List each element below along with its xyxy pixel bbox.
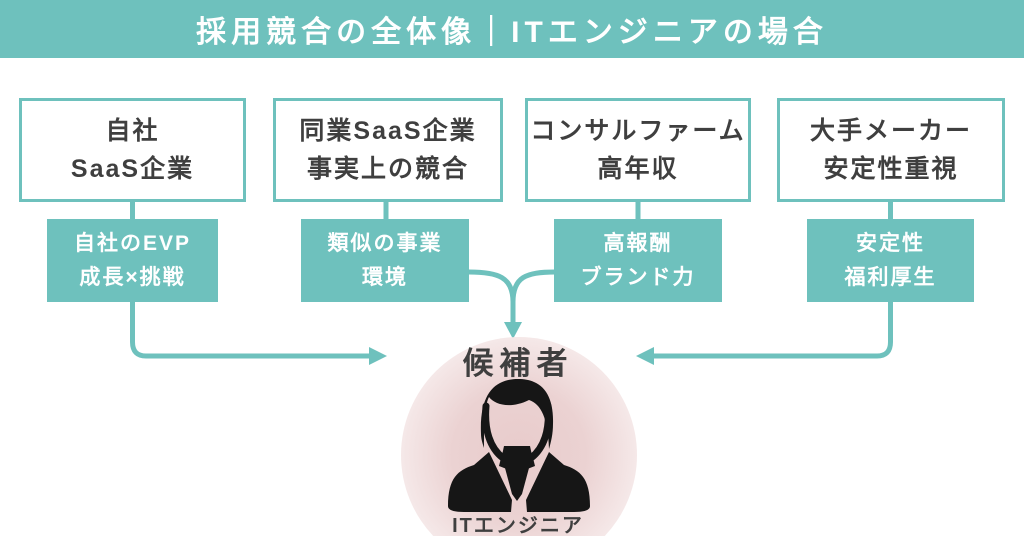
appeal-line: 成長×挑戦 — [79, 265, 186, 289]
merge-line-right — [510, 269, 556, 303]
appeal-tag-consulting-firm: 高報酬 ブランド力 — [554, 219, 722, 302]
competitor-name-line: 大手メーカー — [809, 117, 972, 145]
competitor-name-line: 同業SaaS企業 — [299, 117, 477, 145]
competitor-name-line: SaaS企業 — [70, 155, 195, 183]
appeal-line: 自社のEVP — [73, 231, 192, 255]
arrow-right-icon — [369, 347, 387, 365]
appeal-line: 類似の事業 — [327, 231, 443, 255]
tie-body — [505, 468, 529, 501]
arrow-left-icon — [636, 347, 654, 365]
appeal-line: 高報酬 — [603, 231, 673, 255]
appeal-tag-major-manufacturer: 安定性 福利厚生 — [807, 219, 974, 302]
appeal-line: 安定性 — [856, 231, 925, 255]
competitor-name-line: 安定性重視 — [823, 155, 959, 183]
appeal-line: ブランド力 — [580, 265, 696, 289]
competitor-name-line: 自社 — [105, 117, 160, 145]
competitor-box-consulting-firm: コンサルファーム 高年収 — [525, 98, 751, 202]
suit-right — [526, 452, 590, 512]
appeal-tag-rival-saas: 類似の事業 環境 — [301, 219, 469, 302]
merge-line-left — [468, 269, 516, 303]
appeal-tag-own-company: 自社のEVP 成長×挑戦 — [47, 219, 218, 302]
appeal-line: 環境 — [362, 265, 408, 289]
title-bar: 採用競合の全体像｜ITエンジニアの場合 — [0, 0, 1024, 58]
role-label: ITエンジニア — [452, 515, 584, 536]
left-flow-line — [130, 300, 371, 359]
competitor-box-rival-saas: 同業SaaS企業 事実上の競合 — [273, 98, 503, 202]
appeal-line: 福利厚生 — [844, 265, 937, 289]
competitor-box-major-manufacturer: 大手メーカー 安定性重視 — [777, 98, 1005, 202]
right-flow-line — [652, 300, 893, 359]
candidate-highlight-circle — [401, 337, 637, 536]
suit-left — [448, 452, 512, 512]
competitor-box-own-company: 自社 SaaS企業 — [19, 98, 246, 202]
businessman-icon — [448, 379, 590, 512]
competitor-name-line: コンサルファーム — [530, 117, 746, 145]
candidate-label: 候補者 — [462, 346, 574, 381]
page-title: 採用競合の全体像｜ITエンジニアの場合 — [196, 16, 828, 49]
competitor-name-line: 高年収 — [597, 155, 679, 183]
hair-shape — [480, 379, 554, 449]
competitor-name-line: 事実上の競合 — [306, 155, 469, 183]
